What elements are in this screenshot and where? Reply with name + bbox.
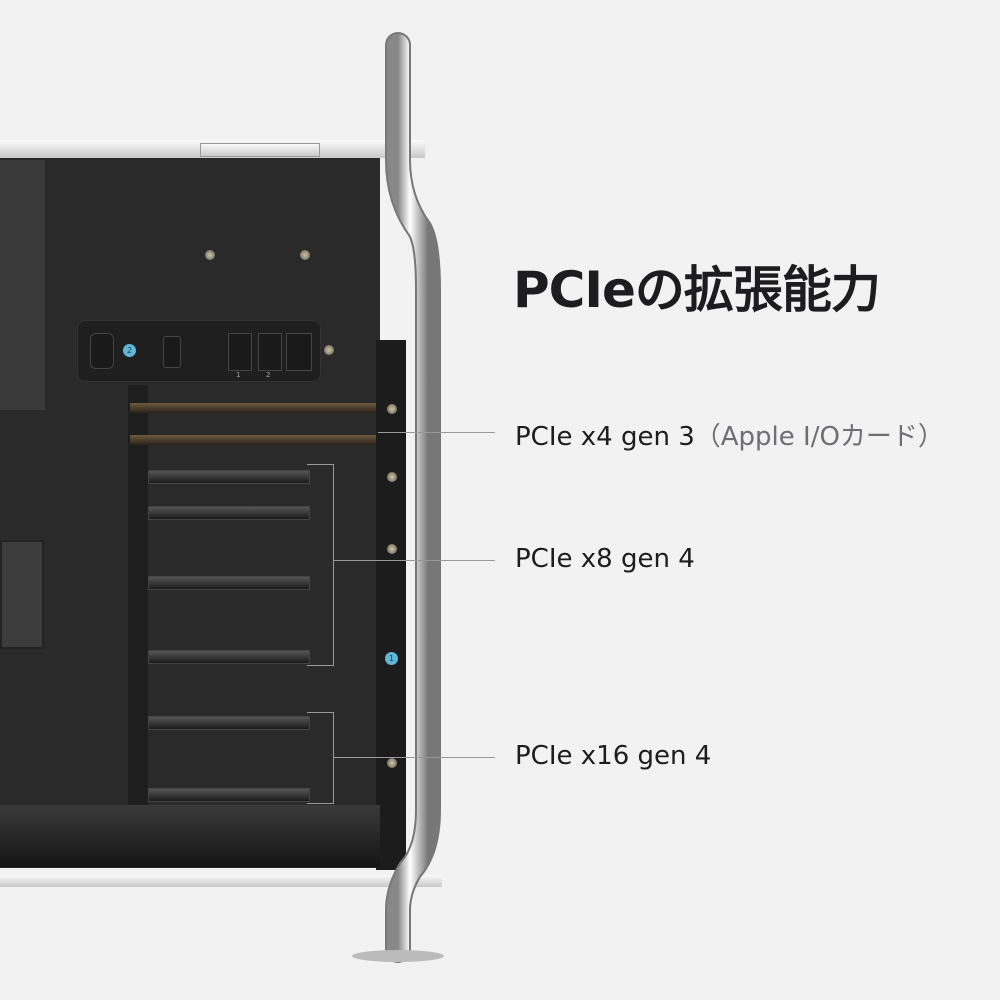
- pcie-slot: [148, 650, 310, 664]
- callout-x16: PCIe x16 gen 4: [515, 741, 712, 771]
- bracket-x8: [307, 464, 334, 666]
- usb-a-port[interactable]: [163, 336, 181, 368]
- pcie-slot: [148, 576, 310, 590]
- callout-line-x8: [334, 560, 495, 561]
- io-card-2: [130, 435, 380, 445]
- bracket-column: [376, 340, 406, 870]
- bottom-bar: [0, 805, 380, 867]
- io-card-1: [130, 403, 380, 413]
- power-connector[interactable]: [286, 333, 312, 371]
- top-latch: [200, 143, 320, 157]
- port-label-2: 2: [266, 371, 271, 379]
- lock-switch[interactable]: [90, 333, 114, 369]
- page-title: PCIeの拡張能力: [513, 261, 881, 319]
- callout-x4: PCIe x4 gen 3（Apple I/Oカード）: [515, 416, 944, 453]
- pcie-slot: [148, 788, 310, 802]
- chip: [0, 540, 44, 649]
- callout-x8: PCIe x8 gen 4: [515, 544, 695, 574]
- screw: [387, 758, 397, 768]
- sata-port-1[interactable]: [228, 333, 252, 371]
- screw: [387, 544, 397, 554]
- screw: [387, 472, 397, 482]
- pcie-slot: [148, 470, 310, 484]
- callout-line-x4: [378, 432, 495, 433]
- screw: [300, 250, 310, 260]
- pcie-slot: [148, 716, 310, 730]
- sata-port-2[interactable]: [258, 333, 282, 371]
- io-panel: 2 1 2: [77, 320, 321, 382]
- bracket-x16: [307, 712, 334, 804]
- callout-x4-sub: （Apple I/Oカード）: [694, 422, 944, 452]
- pcie-slot: [148, 506, 310, 520]
- screw: [324, 345, 334, 355]
- screw: [387, 404, 397, 414]
- callout-x4-main: PCIe x4 gen 3: [515, 422, 695, 452]
- badge-2: 2: [123, 344, 136, 357]
- handle: [352, 32, 444, 963]
- slot-rail: [128, 385, 148, 805]
- left-module: [0, 160, 45, 410]
- port-label-1: 1: [236, 371, 241, 379]
- badge-1: 1: [385, 652, 398, 665]
- bottom-rail: [0, 875, 442, 887]
- screw: [205, 250, 215, 260]
- callout-line-x16: [334, 757, 495, 758]
